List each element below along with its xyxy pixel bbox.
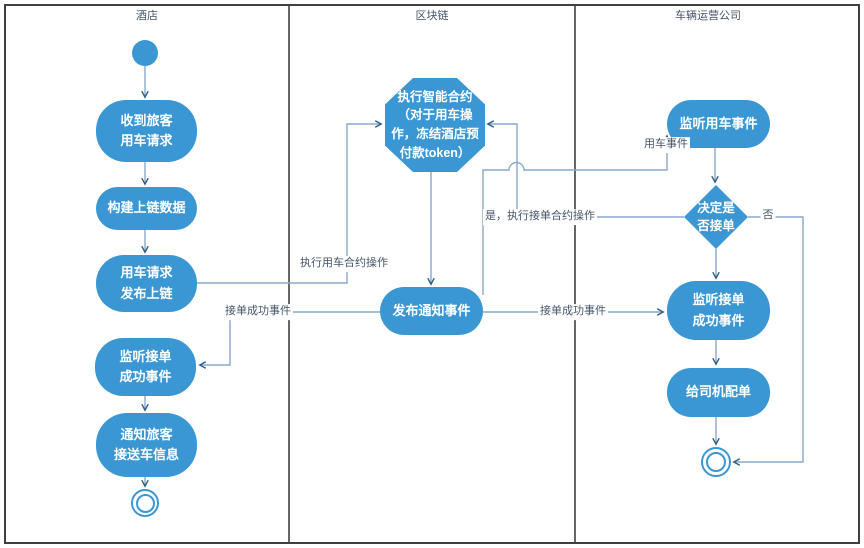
final-node-hotel-inner-ring <box>135 493 155 513</box>
node-exec-smart-contract: 执行智能合约 （对于用车操 作，冻结酒店预 付款token） <box>385 78 485 172</box>
final-node-hotel <box>131 489 159 517</box>
final-node-company <box>701 447 731 477</box>
edge-order-success-left <box>198 311 380 369</box>
edge-label-order-success-right: 接单成功事件 <box>538 304 608 320</box>
edge-label-no: 否 <box>760 208 776 224</box>
lane-title-blockchain: 区块链 <box>415 10 449 22</box>
edge-label-exec-car-contract: 执行用车合约操作 <box>298 256 390 272</box>
node-hotel-listen-success: 监听接单 成功事件 <box>95 338 196 396</box>
node-publish-request: 用车请求 发布上链 <box>96 255 197 312</box>
edge-label-yes-exec-accept: 是，执行接单合约操作 <box>483 209 597 225</box>
start-node <box>132 40 158 66</box>
edge-yes-exec-accept <box>486 120 684 218</box>
edge-label-order-success-left: 接单成功事件 <box>223 304 293 320</box>
lane-title-hotel: 酒店 <box>136 10 158 22</box>
edge-label-car-event: 用车事件 <box>642 137 690 153</box>
node-publish-notify-event: 发布通知事件 <box>380 287 483 335</box>
lane-title-vehicle-company: 车辆运营公司 <box>675 10 741 22</box>
node-company-listen-success: 监听接单 成功事件 <box>667 281 770 340</box>
node-receive-request: 收到旅客 用车请求 <box>96 100 197 162</box>
node-notify-passenger: 通知旅客 接送车信息 <box>96 413 197 477</box>
edge-exec-car-contract <box>197 120 383 284</box>
final-node-company-inner-ring <box>706 452 726 472</box>
node-assign-driver: 给司机配单 <box>667 368 770 417</box>
diagram-border <box>4 4 860 544</box>
node-build-chain-data: 构建上链数据 <box>96 187 197 230</box>
edge-no-to-final <box>732 216 804 466</box>
